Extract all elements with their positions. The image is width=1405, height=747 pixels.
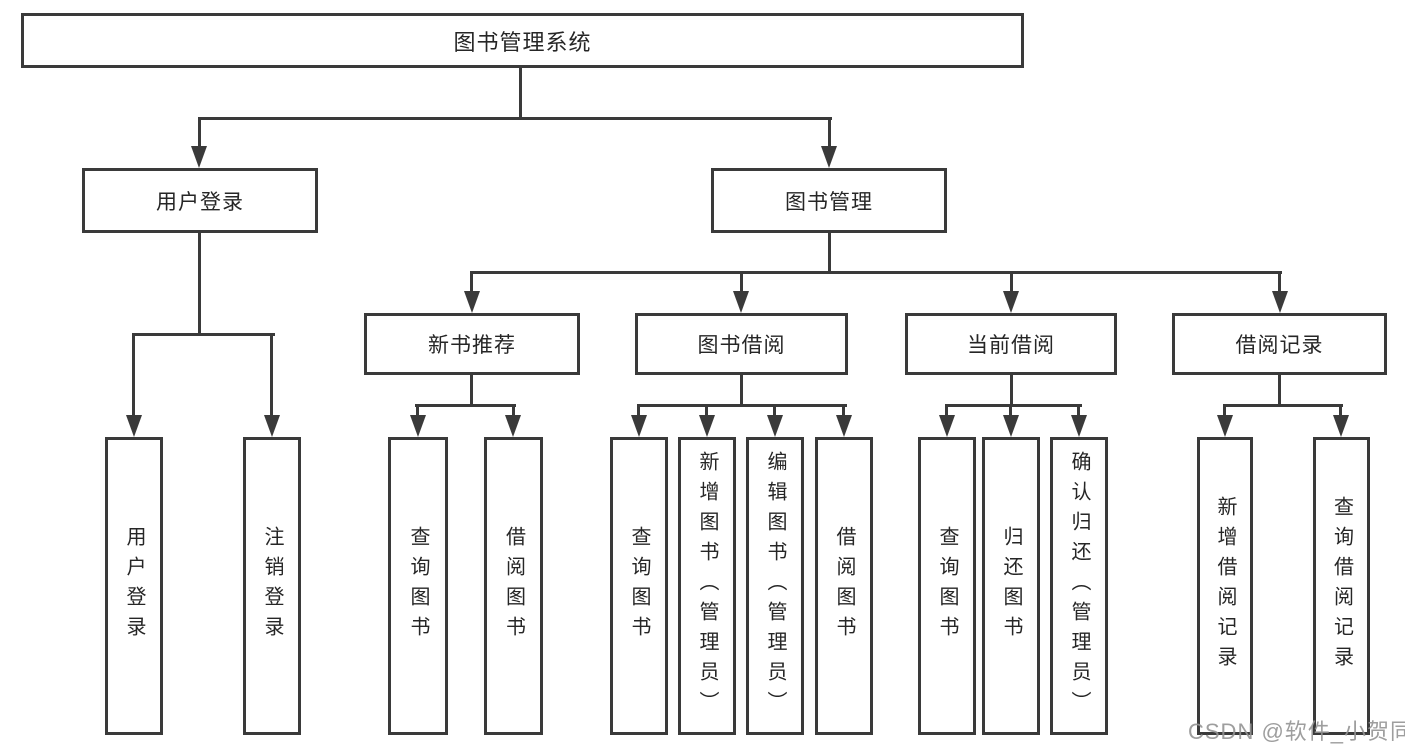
connector-line: [740, 271, 743, 294]
leaf-bb-edit-books-label: 编辑图书（管理员）: [764, 451, 786, 721]
node-current-borrowing: 当前借阅: [905, 313, 1117, 375]
leaf-cb-return-books: 归还图书: [982, 437, 1040, 735]
arrowhead-down-icon: [191, 146, 207, 168]
arrowhead-down-icon: [1071, 415, 1087, 437]
connector-line: [828, 231, 831, 274]
connector-line: [828, 117, 831, 148]
connector-line: [637, 404, 640, 417]
connector-line: [1223, 404, 1226, 417]
leaf-bb-edit-books: 编辑图书（管理员）: [746, 437, 804, 735]
node-book-borrowing: 图书借阅: [635, 313, 848, 375]
connector-line: [945, 404, 948, 417]
connector-line: [198, 231, 201, 335]
leaf-user-login: 用户登录: [105, 437, 163, 735]
node-book-borrowing-label: 图书借阅: [697, 334, 786, 357]
leaf-rec-query-record-label: 查询借阅记录: [1330, 496, 1353, 676]
leaf-logout-label: 注销登录: [261, 526, 283, 646]
connector-line: [132, 333, 135, 416]
connector-line: [512, 404, 515, 417]
arrowhead-down-icon: [1003, 415, 1019, 437]
connector-line: [470, 271, 473, 294]
arrowhead-down-icon: [410, 415, 426, 437]
connector-line: [1278, 373, 1281, 406]
connector-line: [1010, 271, 1013, 294]
node-book-management-label: 图书管理: [785, 190, 873, 214]
connector-line: [415, 404, 516, 407]
leaf-rec-query-record: 查询借阅记录: [1313, 437, 1370, 735]
arrowhead-down-icon: [733, 291, 749, 313]
arrowhead-down-icon: [1333, 415, 1349, 437]
node-book-management: 图书管理: [711, 168, 947, 233]
connector-line: [637, 404, 847, 407]
node-borrowing-records: 借阅记录: [1172, 313, 1387, 375]
node-current-borrowing-label: 当前借阅: [967, 334, 1055, 357]
connector-line: [773, 404, 776, 417]
leaf-nb-borrow-books: 借阅图书: [484, 437, 543, 735]
leaf-bb-borrow-books: 借阅图书: [815, 437, 873, 735]
csdn-watermark: CSDN @软件_小贺同学: [1188, 719, 1405, 744]
arrowhead-down-icon: [631, 415, 647, 437]
connector-line: [1339, 404, 1342, 417]
leaf-bb-query-books: 查询图书: [610, 437, 668, 735]
connector-line: [416, 404, 419, 417]
connector-line: [1010, 373, 1013, 406]
connector-line: [270, 333, 273, 416]
leaf-logout: 注销登录: [243, 437, 301, 735]
node-borrowing-records-label: 借阅记录: [1235, 334, 1324, 357]
connector-line: [1077, 404, 1080, 417]
leaf-cb-query-books-label: 查询图书: [936, 526, 958, 646]
connector-line: [198, 117, 201, 148]
node-new-book-recommend: 新书推荐: [364, 313, 580, 375]
arrowhead-down-icon: [264, 415, 280, 437]
connector-line: [842, 404, 845, 417]
arrowhead-down-icon: [464, 291, 480, 313]
node-new-book-recommend-label: 新书推荐: [428, 334, 516, 357]
node-user-login-label: 用户登录: [156, 190, 244, 214]
arrowhead-down-icon: [939, 415, 955, 437]
arrowhead-down-icon: [836, 415, 852, 437]
connector-line: [1223, 404, 1343, 407]
leaf-bb-add-books-label: 新增图书（管理员）: [696, 451, 718, 721]
node-user-login: 用户登录: [82, 168, 318, 233]
leaf-rec-add-record-label: 新增借阅记录: [1214, 496, 1236, 676]
connector-line: [470, 373, 473, 406]
leaf-bb-query-books-label: 查询图书: [628, 526, 650, 646]
connector-line: [705, 404, 708, 417]
leaf-cb-query-books: 查询图书: [918, 437, 976, 735]
leaf-nb-query-books: 查询图书: [388, 437, 448, 735]
leaf-nb-borrow-books-label: 借阅图书: [502, 526, 525, 646]
arrowhead-down-icon: [699, 415, 715, 437]
arrowhead-down-icon: [126, 415, 142, 437]
arrowhead-down-icon: [767, 415, 783, 437]
leaf-cb-return-books-label: 归还图书: [1000, 526, 1022, 646]
connector-line: [740, 373, 743, 406]
leaf-cb-confirm-return: 确认归还（管理员）: [1050, 437, 1108, 735]
arrowhead-down-icon: [1272, 291, 1288, 313]
arrowhead-down-icon: [1217, 415, 1233, 437]
leaf-user-login-label: 用户登录: [123, 526, 145, 646]
node-root-label: 图书管理系统: [453, 29, 592, 55]
arrowhead-down-icon: [821, 146, 837, 168]
connector-line: [945, 404, 1082, 407]
arrowhead-down-icon: [505, 415, 521, 437]
leaf-bb-add-books: 新增图书（管理员）: [678, 437, 736, 735]
connector-line: [132, 333, 275, 336]
leaf-bb-borrow-books-label: 借阅图书: [833, 526, 855, 646]
node-root-library-system: 图书管理系统: [21, 13, 1024, 68]
connector-line: [1278, 271, 1281, 294]
connector-line: [470, 271, 1282, 274]
connector-line: [519, 68, 522, 118]
connector-line: [198, 117, 832, 120]
arrowhead-down-icon: [1003, 291, 1019, 313]
leaf-cb-confirm-return-label: 确认归还（管理员）: [1068, 451, 1090, 721]
leaf-rec-add-record: 新增借阅记录: [1197, 437, 1253, 735]
connector-line: [1009, 404, 1012, 417]
leaf-nb-query-books-label: 查询图书: [407, 526, 429, 646]
